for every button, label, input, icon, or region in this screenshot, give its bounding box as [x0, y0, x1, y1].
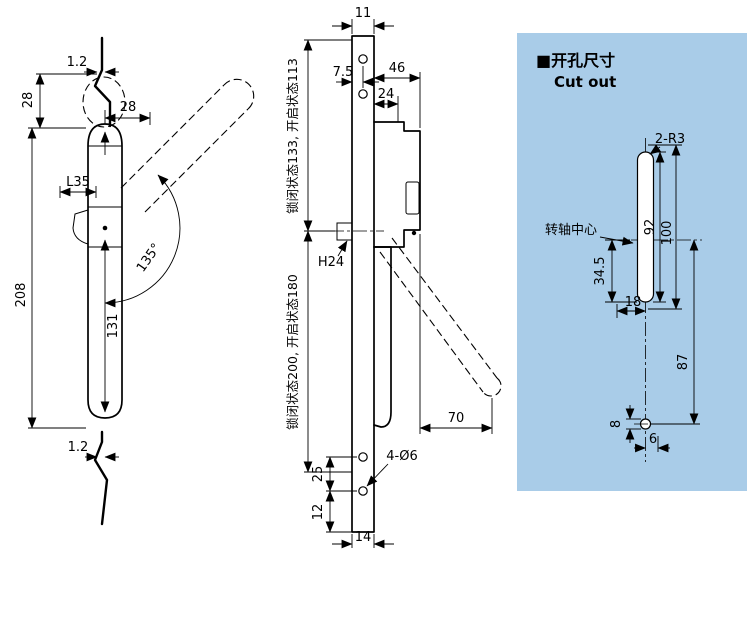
dim-slot-corner-radius-label: 2-R3	[655, 132, 685, 147]
dim-body-width: 46	[373, 61, 421, 128]
dim-rod-thickness-bottom-label: 1.2	[68, 440, 89, 455]
dim-open-angle-label: 135°	[134, 241, 164, 275]
dim-pivot-from-slot-bottom: 34.5	[593, 239, 637, 303]
pivot-point	[102, 225, 108, 231]
dim-rod-thickness-top-label: 1.2	[67, 55, 88, 70]
dim-handle-width: L35	[59, 175, 97, 198]
ghost-end-cap	[223, 78, 255, 110]
dim-plate-width-bottom-label: 14	[355, 530, 372, 545]
open-position-ghost-front	[379, 237, 502, 397]
mounting-plate	[351, 35, 375, 533]
dim-slot-length: 92	[643, 151, 666, 303]
arrow-line	[337, 240, 348, 257]
pivot-shaft	[336, 222, 353, 241]
arrow-line	[366, 463, 389, 487]
ghost-end-cap	[482, 377, 502, 397]
dim-grip-length: 131	[100, 239, 121, 413]
dim-pivot-from-slot-bottom-label: 34.5	[593, 257, 608, 286]
dim-body-width-label: 46	[389, 61, 406, 76]
dim-hole-offset-label: 6	[649, 432, 657, 447]
lock-body-inner-detail	[405, 181, 420, 215]
pivot-center-label: 转轴中心	[545, 223, 597, 238]
mounting-hole	[358, 452, 368, 462]
cutout-title-cn: ■开孔尺寸	[536, 51, 615, 70]
dim-state-lower-label: 锁闭状态200, 开启状态180	[285, 274, 300, 430]
dim-grip-length-label: 131	[106, 314, 121, 339]
dim-slot-length-label: 92	[643, 219, 658, 236]
dim-mounting-holes: 4-Ø6	[366, 449, 418, 487]
knob-ghost-outline	[82, 76, 126, 128]
dim-hole-edge-offset-label: 7.5	[333, 65, 354, 80]
dim-rod-thickness-bottom: 1.2	[68, 440, 119, 462]
side-view: 135° 208 28 1.2 28 L35 131 1.2	[14, 36, 255, 526]
dim-hole-spacing: 25	[311, 456, 357, 492]
dim-hole-offset: 6	[634, 432, 670, 453]
dim-body-step-width: 24	[373, 87, 399, 122]
dim-plate-width-top-label: 11	[355, 6, 372, 21]
dim-hole-spacing-label: 25	[311, 466, 326, 483]
lock-body-outline	[373, 121, 421, 248]
latch-hook	[72, 209, 89, 245]
mounting-hole	[358, 54, 368, 64]
dim-hole-size: 8	[609, 405, 641, 443]
dim-top-offset-label: 28	[120, 100, 137, 115]
dim-shaft-height: H24	[318, 240, 348, 270]
arrow-line	[649, 144, 662, 155]
dim-plate-width-bottom: 14	[332, 530, 394, 549]
dim-cutout-length: 100	[648, 144, 682, 310]
dim-body-step-width-label: 24	[378, 87, 395, 102]
ghost-edge-line	[379, 251, 484, 393]
front-view: 11 7.5 46 24 锁闭状态133, 开启状态113 锁闭状态200, 开…	[285, 6, 502, 549]
top-rod	[93, 36, 112, 128]
bottom-rod	[93, 430, 109, 526]
dim-top-offset: 28	[104, 100, 151, 125]
dim-rod-height-label: 28	[21, 92, 36, 109]
dim-pivot-to-hole-label: 87	[676, 354, 691, 371]
dim-hole-to-end-label: 12	[311, 504, 326, 521]
dim-mounting-holes-label: 4-Ø6	[386, 449, 417, 464]
cutout-panel-bg	[517, 33, 747, 491]
dim-handle-width-label: L35	[66, 175, 90, 190]
dim-plate-width-top: 11	[332, 6, 394, 34]
mounting-hole	[358, 89, 368, 99]
cutout-slot	[636, 151, 655, 303]
dim-state-upper: 锁闭状态133, 开启状态113	[285, 39, 352, 232]
dim-hole-to-end: 12	[311, 490, 352, 533]
dim-open-reach: 70	[419, 234, 493, 434]
dim-slot-corner-radius: 2-R3	[649, 132, 685, 155]
dim-hole-size-label: 8	[609, 420, 624, 428]
dim-open-reach-label: 70	[448, 411, 465, 426]
ghost-edge-line	[144, 108, 249, 213]
dim-slot-side-offset: 18	[616, 295, 647, 318]
open-angle-arc	[104, 174, 181, 308]
ghost-edge-line	[391, 237, 498, 379]
open-position-ghost	[120, 78, 255, 213]
cutout-panel: ■开孔尺寸 Cut out 转轴中心 2-R3 92 100 34.5 18	[517, 33, 747, 491]
dim-state-upper-label: 锁闭状态133, 开启状态113	[285, 58, 300, 214]
ghost-edge-line	[120, 84, 225, 189]
dim-rod-height: 28	[21, 73, 97, 129]
dim-pivot-to-hole: 87	[651, 239, 700, 425]
cutout-title-en: Cut out	[554, 73, 616, 91]
dim-slot-side-offset-label: 18	[625, 295, 642, 310]
dim-overall-height-label: 208	[14, 283, 29, 308]
dim-cutout-length-label: 100	[660, 221, 675, 246]
dim-shaft-height-label: H24	[318, 255, 344, 270]
dim-overall-height: 208	[14, 127, 86, 429]
dim-hole-edge-offset: 7.5	[333, 65, 379, 88]
handle-grip-profile	[373, 246, 392, 428]
dim-rod-thickness-top: 1.2	[67, 55, 119, 77]
mounting-hole	[358, 486, 368, 496]
body-pivot-dot	[411, 230, 417, 236]
